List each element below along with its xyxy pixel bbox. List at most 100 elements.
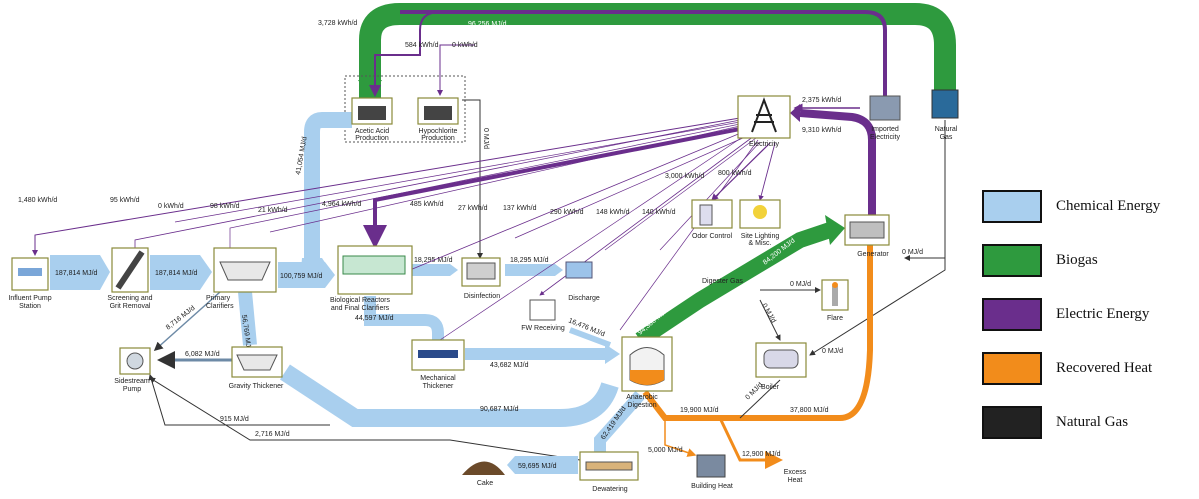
legend-swatch <box>982 190 1042 223</box>
flow-label-gt-ss: 6,082 MJ/d <box>185 351 220 358</box>
flow-label-influent-kwh: 1,480 kWh/d <box>18 197 57 204</box>
flow-label-screening-kwh: 95 kWh/d <box>110 197 140 204</box>
flow-label-heat-37800: 37,800 MJ/d <box>790 407 829 414</box>
screen-icon <box>115 250 145 290</box>
flow-label-boiler-gas: 0 MJ/d <box>760 303 777 325</box>
gravity-to-ad-flow <box>280 364 619 427</box>
clarifier-icon <box>219 261 271 281</box>
cake-icon <box>462 461 505 475</box>
natural-gas-to-boiler <box>809 258 946 356</box>
flow-label-primary-kwh: 98 kWh/d <box>210 203 240 210</box>
flow-label-gt-ad: 90,687 MJ/d <box>480 406 519 413</box>
label-generator: Generator <box>857 251 889 258</box>
sidestream-return-2716 <box>149 377 581 461</box>
sidestream-return-915 <box>148 374 330 426</box>
flow-label-dew-cake: 59,695 MJ/d <box>518 463 557 470</box>
label-influent-1: Influent Pump <box>8 295 51 302</box>
label-bio-1: Biological Reactors <box>330 297 390 304</box>
flow-label-gen-kwh: 140 kWh/d <box>642 209 676 216</box>
top-biogas-flow <box>359 2 956 100</box>
flow-label-hypo-kwh: 0 kWh/d <box>452 42 478 49</box>
heat-to-building <box>664 418 697 457</box>
odor-icon <box>699 204 713 226</box>
acetic-electric-flow <box>369 11 441 97</box>
flow-label-dew-kwh: 290 kWh/d <box>550 209 584 216</box>
flare-flame-icon <box>832 282 838 288</box>
label-sidestream-2: Pump <box>123 386 141 393</box>
flow-label-excess-heat: 12,900 MJ/d <box>742 451 781 458</box>
reactor-icon <box>342 255 406 275</box>
label-odor: Odor Control <box>692 233 733 240</box>
label-primary-2: Clarifiers <box>206 303 234 310</box>
hypo-to-disinfection-flow <box>462 99 483 259</box>
legend-swatch <box>982 352 1042 385</box>
label-screening-1: Screening and <box>107 295 152 302</box>
flare-icon <box>832 286 838 306</box>
legend-label: Recovered Heat <box>1056 360 1153 376</box>
label-hypo-1: Hypochlorite <box>419 128 458 135</box>
label-anaerobic-1: Anaerobic <box>626 394 658 401</box>
factory-icon-acetic <box>358 106 386 120</box>
label-boiler: Boiler <box>761 384 780 391</box>
biogas-to-boiler <box>759 299 781 341</box>
electricity-node <box>737 95 791 139</box>
electric-distribution <box>32 117 776 341</box>
legend-swatch <box>982 244 1042 277</box>
legend-item: Biogas <box>980 244 1195 281</box>
label-lighting-2: & Misc. <box>749 240 772 247</box>
boiler-icon <box>763 349 799 369</box>
flow-label-hypo-mj: 0 MJ/d <box>482 128 489 149</box>
flow-label-acetic-kwh: 584 kWh/d <box>405 42 439 49</box>
screening-to-primary-flow <box>150 255 212 290</box>
label-digester-gas: Digester Gas <box>702 278 743 285</box>
pylon-icon <box>751 97 777 133</box>
flow-label-odor-kwh: 3,000 kWh/d <box>665 173 704 180</box>
label-hypo-2: Production <box>421 135 455 142</box>
top-electric-flow <box>400 10 887 100</box>
flow-label-primary: 100,759 MJ/d <box>280 273 323 280</box>
bulb-icon <box>753 205 767 219</box>
label-acetic-1: Acetic Acid <box>355 128 389 135</box>
ad-to-generator-biogas <box>635 222 833 347</box>
label-influent-2: Station <box>19 303 41 310</box>
imported-electricity-icon <box>869 95 901 121</box>
flow-label-bio-kwh: 4,964 kWh/d <box>322 201 361 208</box>
thickener-icon <box>236 354 278 371</box>
label-disinfection: Disinfection <box>464 293 500 300</box>
flow-label-building-heat: 5,000 MJ/d <box>648 447 683 454</box>
flow-label-2716: 2,716 MJ/d <box>255 431 290 438</box>
label-gravity: Gravity Thickener <box>229 383 284 390</box>
generator-biogas-arrowhead <box>825 215 845 245</box>
flow-label-heat-19900: 19,900 MJ/d <box>680 407 719 414</box>
legend-item: Recovered Heat <box>980 352 1195 389</box>
flow-label-dis-kwh: 485 kWh/d <box>410 201 444 208</box>
factory-icon-hypo <box>424 106 452 120</box>
label-mechanical-2: Thickener <box>423 383 454 390</box>
label-lighting-1: Site Lighting <box>741 233 780 240</box>
flow-label-915: 915 MJ/d <box>220 416 249 423</box>
flow-label-mech-ad: 43,682 MJ/d <box>490 362 529 369</box>
label-acetic-2: Production <box>355 135 389 142</box>
dewatering-icon <box>585 461 633 471</box>
primary-to-sidestream-flow <box>153 291 221 351</box>
flow-label-lighting-kwh: 800 kWh/d <box>718 170 752 177</box>
label-fw: FW Receiving <box>521 325 565 332</box>
label-imported-2: Electricity <box>870 134 900 141</box>
label-electricity: Electricity <box>749 141 779 148</box>
label-screening-2: Grit Removal <box>110 303 151 310</box>
label-excess-2: Heat <box>788 477 803 484</box>
flow-label-imported-kwh: 2,375 kWh/d <box>802 97 841 104</box>
bio-to-disinfection-flow <box>412 264 458 276</box>
generator-icon <box>849 221 885 239</box>
chemical-production-group <box>344 75 466 143</box>
influent-to-screening-flow <box>50 255 110 290</box>
label-excess-1: Excess <box>784 469 807 476</box>
label-dewatering: Dewatering <box>592 486 628 493</box>
mechanical-icon <box>418 350 458 358</box>
flow-label-ad-kwh: 148 kWh/d <box>596 209 630 216</box>
legend-item: Electric Energy <box>980 298 1195 335</box>
flow-label-screening: 187,814 MJ/d <box>155 270 198 277</box>
label-building-heat: Building Heat <box>691 483 733 490</box>
